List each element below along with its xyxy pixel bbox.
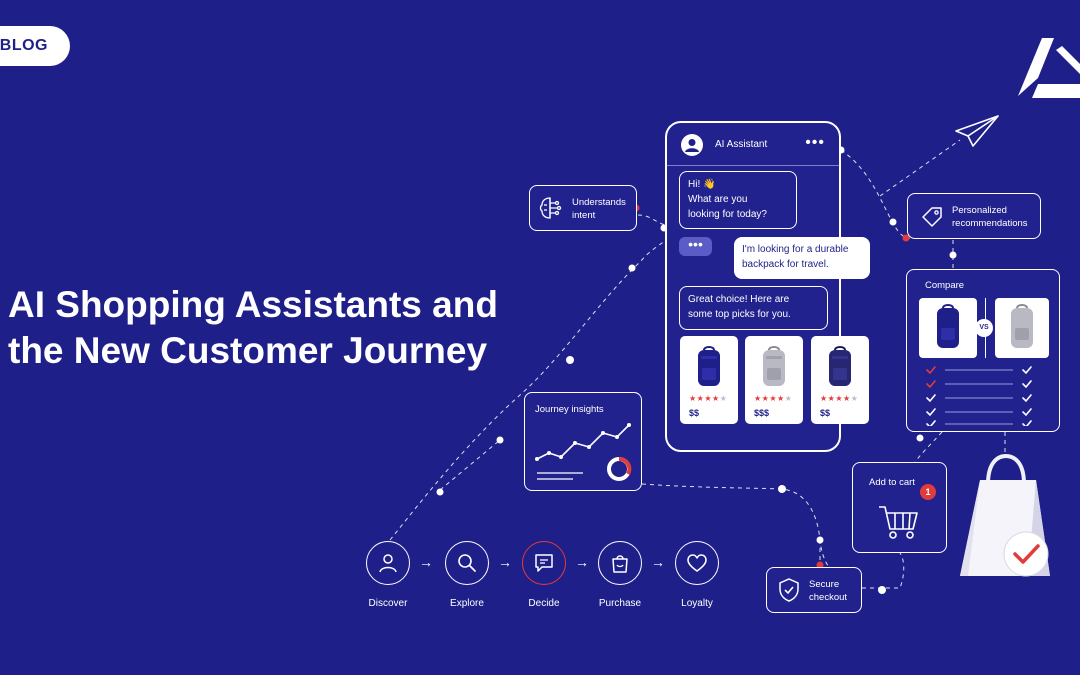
backpack-icon <box>698 346 720 386</box>
shield-check-icon <box>779 578 799 602</box>
journey-label-decide: Decide <box>528 598 560 609</box>
blog-badge-label: BLOG <box>0 37 48 54</box>
shopping-cart-icon <box>879 506 918 539</box>
assistant-reply-bubble: Great choice! Here are some top picks fo… <box>679 286 828 330</box>
product-card[interactable]: ★★★★★ $$ <box>811 336 869 424</box>
product-card[interactable]: ★★★★★ $$$ <box>745 336 803 424</box>
more-options-icon[interactable]: ••• <box>805 134 825 151</box>
journey-step-purchase[interactable] <box>598 541 642 585</box>
understands-intent-card: Understands intent <box>529 185 637 231</box>
assistant-avatar <box>681 134 703 156</box>
paper-plane-icon <box>955 115 999 147</box>
assistant-header: AI Assistant ••• <box>667 123 839 166</box>
compare-title: Compare <box>925 280 965 291</box>
price-tag-icon <box>922 207 942 227</box>
journey-step-decide[interactable] <box>522 541 566 585</box>
product-price: $$$ <box>754 408 770 418</box>
arrow-right-icon: → <box>575 554 589 570</box>
arrow-right-icon: → <box>651 554 665 570</box>
blog-badge[interactable]: BLOG <box>0 26 70 66</box>
personalized-recommendations-card: Personalized recommendations <box>907 193 1041 239</box>
brand-logo-icon <box>1018 38 1080 98</box>
page-title-line-1: AI Shopping Assistants and <box>8 284 498 325</box>
product-rating: ★★★★★ <box>820 394 859 403</box>
insights-title: Journey insights <box>535 404 604 415</box>
backpack-icon <box>937 304 959 348</box>
backpack-icon <box>1011 304 1033 348</box>
checkout-label-line-2: checkout <box>809 592 848 603</box>
secure-checkout-card[interactable]: Secure checkout <box>766 567 862 613</box>
checkout-label-line-1: Secure <box>809 579 840 590</box>
search-icon <box>458 554 476 572</box>
user-message-bubble: I'm looking for a durable backpack for t… <box>734 237 870 279</box>
user-message-line-2: backpack for travel. <box>742 259 829 270</box>
journey-label-loyalty: Loyalty <box>681 598 713 609</box>
add-to-cart-card[interactable]: Add to cart 1 <box>852 462 947 553</box>
product-price: $$ <box>689 408 700 418</box>
product-card[interactable]: ★★★★★ $$ <box>680 336 738 424</box>
journey-label-discover: Discover <box>368 598 408 609</box>
line-chart-icon <box>535 423 632 481</box>
page-title-line-2: the New Customer Journey <box>8 330 488 371</box>
brain-icon <box>539 197 562 219</box>
journey-step-discover[interactable] <box>366 541 410 585</box>
greeting-line-1: Hi! 👋 <box>688 179 716 190</box>
backpack-icon <box>829 346 851 386</box>
bag-icon <box>612 555 628 573</box>
compare-card: Compare VS <box>906 269 1060 432</box>
arrow-right-icon: → <box>498 554 512 570</box>
reply-line-1: Great choice! Here are <box>688 294 790 305</box>
compare-checklist <box>926 366 1032 426</box>
assistant-greeting-bubble: Hi! 👋 What are you looking for today? <box>679 171 797 229</box>
journey-insights-card: Journey insights <box>524 392 642 491</box>
shopping-bag-icon <box>960 453 1050 577</box>
backpack-icon <box>763 346 785 386</box>
compare-product-b <box>995 298 1049 358</box>
user-icon <box>379 554 397 573</box>
assistant-user-icon <box>685 139 699 152</box>
heart-icon <box>687 554 707 572</box>
user-message-line-1: I'm looking for a durable <box>742 244 849 255</box>
arrow-right-icon: → <box>419 554 433 570</box>
personalized-label-line-1: Personalized <box>952 205 1007 216</box>
vs-badge: VS <box>975 319 993 337</box>
journey-step-loyalty[interactable] <box>675 541 719 585</box>
intent-label-line-1: Understands <box>572 197 626 208</box>
greeting-line-2: What are you <box>688 194 748 205</box>
add-to-cart-label: Add to cart <box>869 477 915 488</box>
chat-icon <box>535 554 553 572</box>
journey-label-purchase: Purchase <box>598 598 642 609</box>
product-rating: ★★★★★ <box>689 394 728 403</box>
typing-indicator: ••• <box>679 237 712 256</box>
assistant-title: AI Assistant <box>715 139 768 150</box>
personalized-label-line-2: recommendations <box>952 218 1028 229</box>
greeting-line-3: looking for today? <box>688 209 767 220</box>
product-rating: ★★★★★ <box>754 394 793 403</box>
journey-label-explore: Explore <box>450 598 484 609</box>
compare-product-a <box>919 298 977 358</box>
product-price: $$ <box>820 408 831 418</box>
intent-label-line-2: intent <box>572 210 596 221</box>
journey-step-explore[interactable] <box>445 541 489 585</box>
typing-dots: ••• <box>688 236 703 252</box>
cart-count-badge: 1 <box>920 484 936 500</box>
page-title: AI Shopping Assistants and the New Custo… <box>8 282 498 374</box>
reply-line-2: some top picks for you. <box>688 309 791 320</box>
